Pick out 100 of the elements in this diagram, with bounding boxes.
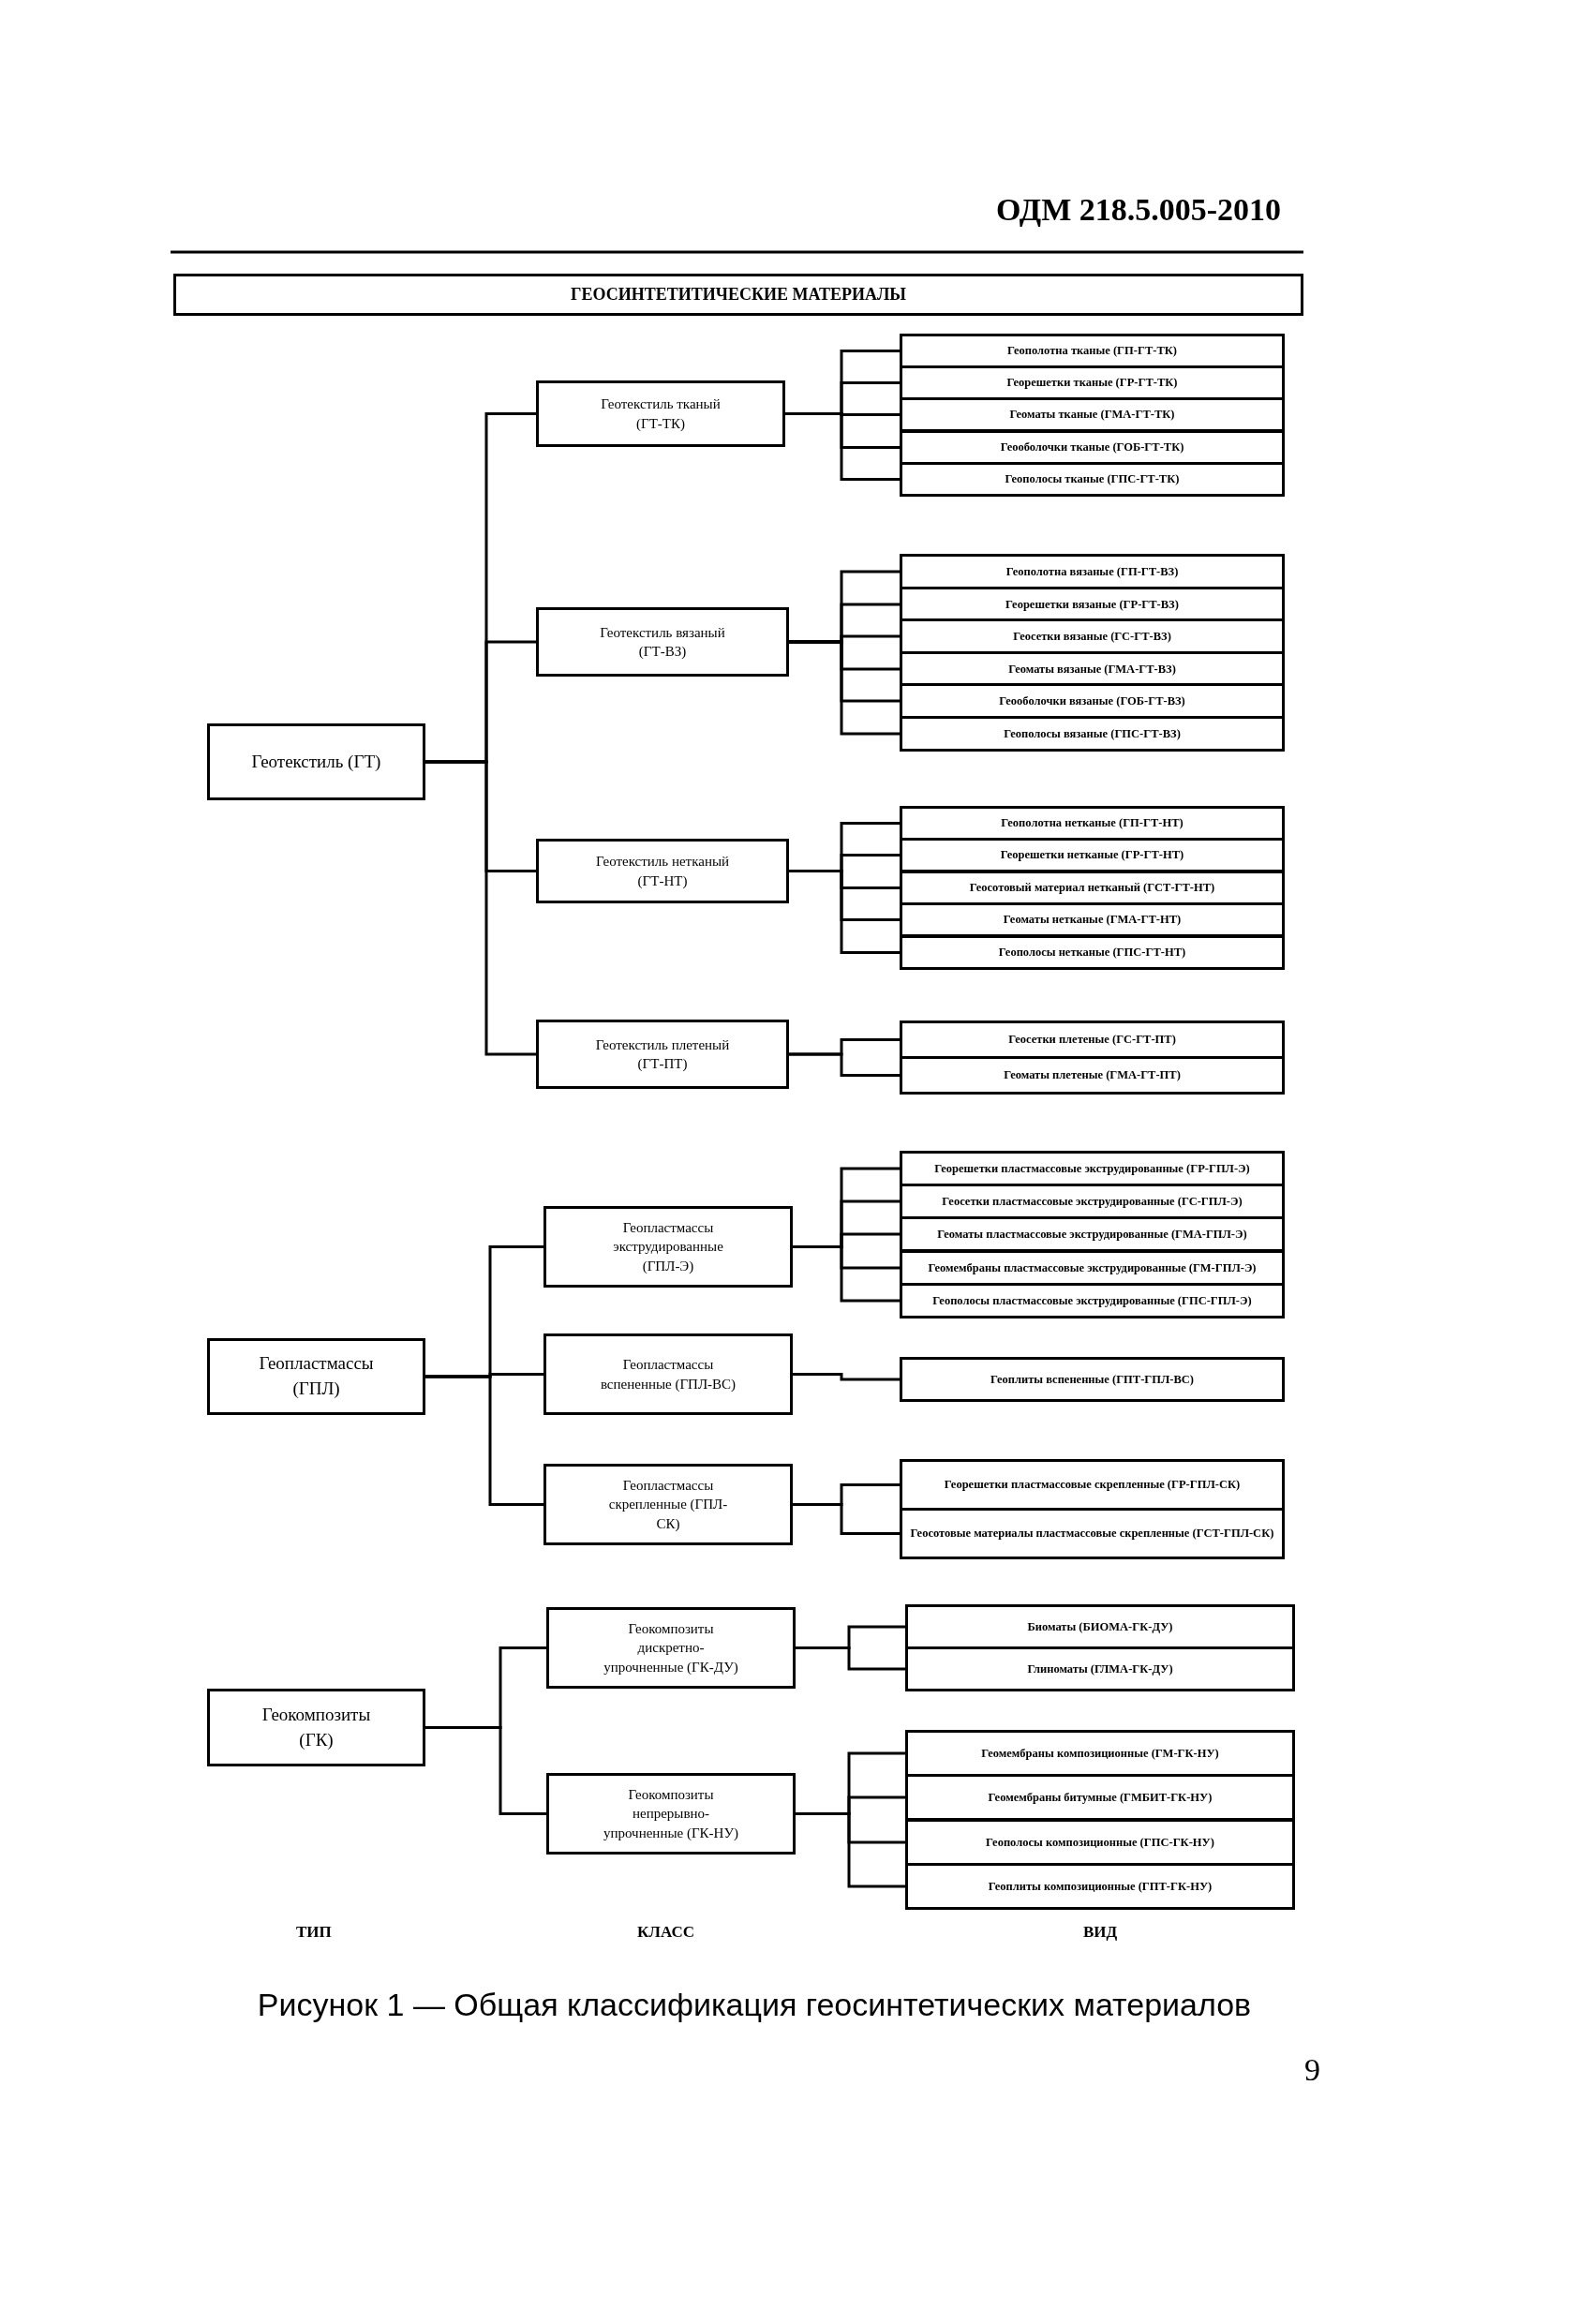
node-label: Геомембраны композиционные (ГМ-ГК-НУ)	[980, 1746, 1220, 1761]
type-box	[207, 723, 425, 800]
node-label: Геотекстиль вязаный (ГТ-ВЗ)	[599, 623, 726, 661]
node-label: Геооболочки тканые (ГОБ-ГТ-ТК)	[999, 440, 1185, 454]
connector-line	[793, 1373, 900, 1381]
node-label: Глиноматы (ГЛМА-ГК-ДУ)	[1026, 1661, 1174, 1676]
node-label: Геоплиты композиционные (ГПТ-ГК-НУ)	[987, 1879, 1213, 1894]
node-label: Георешетки пластмассовые экструдированные (ГР-ГПЛ-Э)	[933, 1161, 1251, 1176]
kind-box	[900, 1020, 1285, 1059]
kind-box	[905, 1774, 1295, 1821]
node-label: Геосотовый материал нетканый (ГСТ-ГТ-НТ)	[968, 881, 1216, 895]
node-label: Георешетки вязаные (ГР-ГТ-ВЗ)	[1005, 597, 1180, 612]
node-label: Георешетки нетканые (ГР-ГТ-НТ)	[999, 848, 1185, 862]
type-box	[207, 1338, 425, 1415]
kind-box	[900, 716, 1285, 752]
node-label: Геопластмассы (ГПЛ)	[258, 1352, 375, 1400]
node-label: Геоматы нетканые (ГМА-ГТ-НТ)	[1002, 913, 1183, 927]
node-label: Геоплиты вспененные (ГПТ-ГПЛ-ВС)	[989, 1372, 1196, 1387]
kind-box	[900, 554, 1285, 589]
node-label: Геокомпозиты (ГК)	[261, 1703, 372, 1751]
node-label: Геополосы нетканые (ГПС-ГТ-НТ)	[997, 946, 1187, 960]
node-label: Геополотна вязаные (ГП-ГТ-ВЗ)	[1005, 564, 1180, 579]
node-label: Геополосы пластмассовые экструдированные (ГПС-ГПЛ-Э)	[931, 1293, 1253, 1308]
node-label: Геопластмассы скрепленные (ГПЛ-СК)	[607, 1477, 729, 1533]
class-box	[546, 1607, 796, 1689]
node-label: Биоматы (БИОМА-ГК-ДУ)	[1026, 1619, 1174, 1634]
node-label: Геополосы тканые (ГПС-ГТ-ТК)	[1004, 472, 1181, 486]
node-label: Геополотна тканые (ГП-ГТ-ТК)	[1006, 344, 1178, 358]
node-label: Геосетки вязаные (ГС-ГТ-ВЗ)	[1012, 629, 1172, 644]
diagram-title: ГЕОСИНТЕТИТИЧЕСКИЕ МАТЕРИАЛЫ	[571, 285, 906, 305]
node-label: Геооболочки вязаные (ГОБ-ГТ-ВЗ)	[998, 693, 1186, 708]
node-label: Геотекстиль плетеный (ГТ-ПТ)	[594, 1035, 731, 1073]
node-label: Геополосы композиционные (ГПС-ГК-НУ)	[985, 1835, 1215, 1850]
kind-box	[900, 618, 1285, 654]
connector-line	[796, 1812, 905, 1888]
kind-box	[900, 902, 1285, 937]
connector-line	[796, 1646, 905, 1671]
kind-box	[900, 838, 1285, 872]
class-box	[536, 1020, 789, 1089]
node-label: Геоматы тканые (ГМА-ГТ-ТК)	[1008, 408, 1176, 422]
node-label: Геокомпозиты дискретно-упрочненные (ГК-ДУ)	[603, 1620, 739, 1676]
node-label: Геоматы плетеные (ГМА-ГТ-ПТ)	[1003, 1068, 1182, 1082]
node-label: Геомембраны битумные (ГМБИТ-ГК-НУ)	[987, 1790, 1213, 1805]
class-box	[546, 1773, 796, 1855]
connector-line	[789, 640, 900, 736]
column-heading: ВИД	[1083, 1923, 1118, 1942]
kind-box	[905, 1604, 1295, 1649]
connector-line	[425, 1726, 546, 1815]
kind-box	[900, 1250, 1285, 1286]
connector-line	[793, 1503, 900, 1535]
kind-box	[900, 1357, 1285, 1402]
kind-box	[900, 683, 1285, 719]
node-label: Геопластмассы вспененные (ГПЛ-ВС)	[599, 1356, 737, 1393]
kind-box	[900, 1459, 1285, 1511]
connector-line	[789, 870, 900, 954]
kind-box	[900, 1283, 1285, 1318]
node-label: Геокомпозиты непрерывно-упрочненные (ГК-НУ)	[603, 1786, 739, 1842]
class-box	[536, 839, 789, 903]
node-label: Геоматы вязаные (ГМА-ГТ-ВЗ)	[1007, 662, 1177, 677]
kind-box	[900, 1508, 1285, 1559]
node-label: Геополосы вязаные (ГПС-ГТ-ВЗ)	[1003, 726, 1182, 741]
kind-box	[900, 462, 1285, 497]
class-box	[536, 607, 789, 677]
node-label: Геотекстиль (ГТ)	[250, 750, 382, 773]
class-box	[543, 1206, 793, 1288]
node-label: Геополотна нетканые (ГП-ГТ-НТ)	[1000, 816, 1184, 830]
kind-box	[900, 397, 1285, 432]
kind-box	[900, 935, 1285, 970]
type-box	[207, 1689, 425, 1766]
kind-box	[905, 1863, 1295, 1910]
node-label: Геосетки пластмассовые экструдированные (ГС-ГПЛ-Э)	[941, 1194, 1243, 1209]
node-label: Геоматы пластмассовые экструдированные (ГМА-ГПЛ-Э)	[936, 1227, 1248, 1242]
node-label: Геотекстиль нетканый (ГТ-НТ)	[595, 853, 730, 890]
kind-box	[900, 1184, 1285, 1219]
node-label: Георешетки тканые (ГР-ГТ-ТК)	[1005, 376, 1179, 390]
class-box	[536, 380, 785, 447]
column-heading: КЛАСС	[637, 1923, 694, 1942]
column-heading: ТИП	[296, 1923, 332, 1942]
kind-box	[900, 1216, 1285, 1252]
kind-box	[905, 1730, 1295, 1777]
node-label: Геосетки плетеные (ГС-ГТ-ПТ)	[1007, 1033, 1177, 1047]
kind-box	[900, 1056, 1285, 1095]
connector-line	[789, 1052, 900, 1077]
node-label: Геотекстиль тканый (ГТ-ТК)	[600, 395, 722, 433]
connector-line	[785, 412, 900, 481]
page-number: 9	[1304, 2052, 1320, 2088]
node-label: Геосотовые материалы пластмассовые скрепленные (ГСТ-ГПЛ-СК)	[909, 1527, 1275, 1541]
connector-line	[425, 1375, 543, 1506]
document-code: ОДМ 218.5.005-2010	[996, 192, 1282, 228]
class-box	[543, 1333, 793, 1415]
connector-line	[793, 1245, 900, 1303]
node-label: Георешетки пластмассовые скрепленные (ГР-ГПЛ-СК)	[943, 1478, 1242, 1492]
kind-box	[905, 1646, 1295, 1691]
class-box	[543, 1464, 793, 1545]
kind-box	[905, 1819, 1295, 1866]
connector-line	[425, 760, 536, 1056]
figure-caption: Рисунок 1 — Общая классификация геосинтетических материалов	[256, 1987, 1253, 2023]
node-label: Геомембраны пластмассовые экструдированные (ГМ-ГПЛ-Э)	[927, 1260, 1258, 1275]
node-label: Геопластмассы экструдированные (ГПЛ-Э)	[612, 1219, 724, 1275]
kind-box	[900, 1151, 1285, 1186]
